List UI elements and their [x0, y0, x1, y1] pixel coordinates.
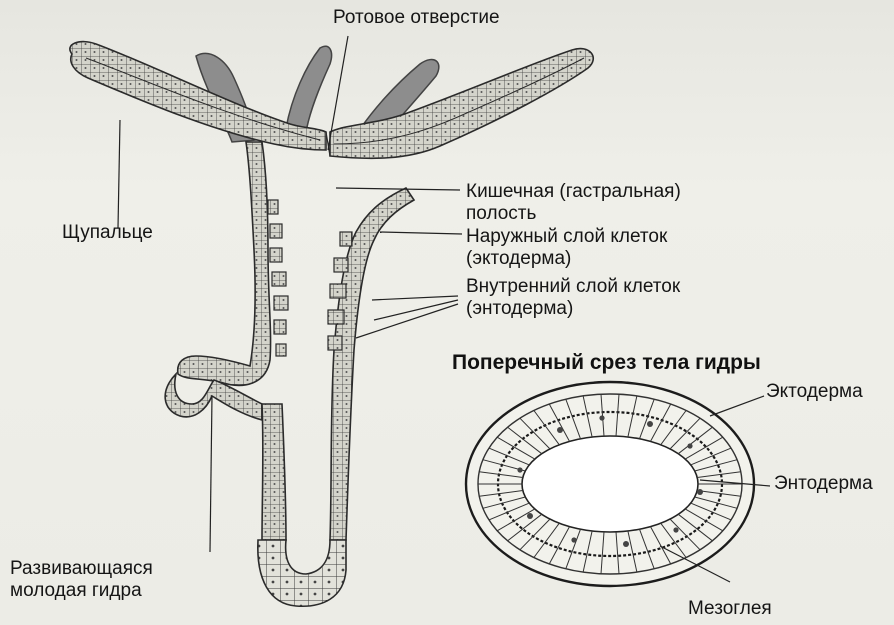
inner-endoderm-label: Внутренний слой клеток (энтодерма)	[466, 276, 706, 320]
young-hydra-label: Развивающаяся молодая гидра	[10, 558, 220, 602]
back-tentacle-2	[286, 46, 332, 132]
tentacle-label: Щупальце	[62, 222, 153, 244]
cross-ectoderm-label: Эктодерма	[766, 381, 863, 403]
outer-ectoderm-label: Наружный слой клеток (эктодерма)	[466, 226, 736, 270]
cross-mesoglea-label: Мезоглея	[688, 598, 772, 620]
body-stalk-left	[262, 404, 286, 540]
cross-endoderm-label: Энтодерма	[774, 473, 873, 495]
body-wall-left	[178, 142, 271, 385]
mouth-label: Ротовое отверстие	[333, 7, 500, 29]
gastric-cavity-label: Кишечная (гастральная) полость	[466, 181, 756, 225]
cross-section-heading: Поперечный срез тела гидры	[452, 351, 761, 375]
basal-disc	[258, 540, 346, 606]
cross-section-diagram	[466, 382, 770, 586]
